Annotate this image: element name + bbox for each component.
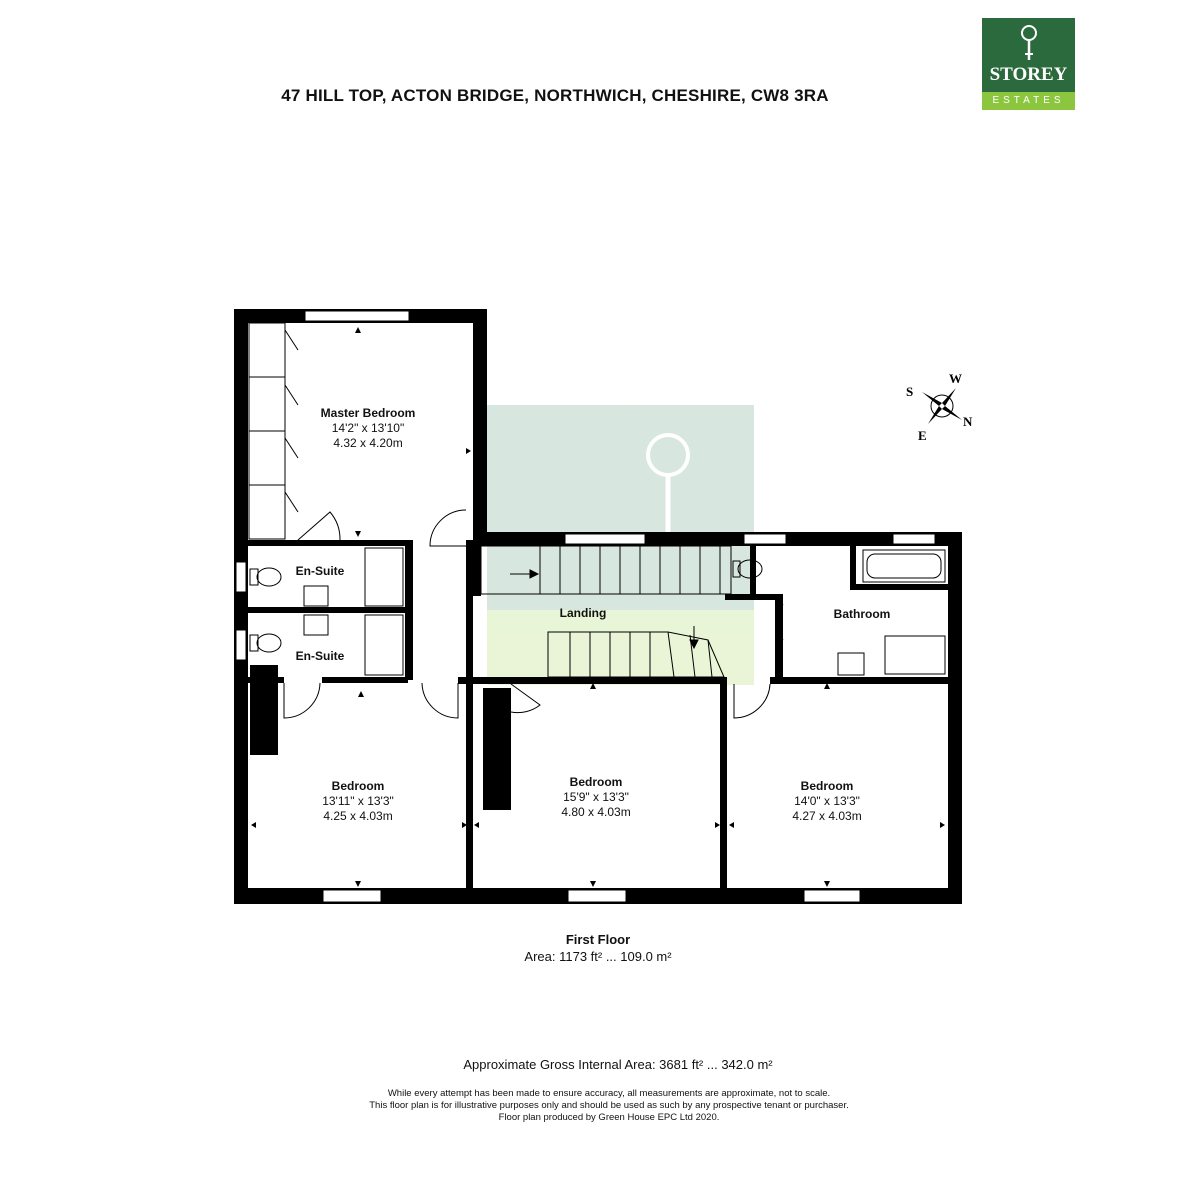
floor-name: First Floor	[565, 932, 631, 947]
room-metric: 4.32 x 4.20m	[333, 436, 403, 450]
room-en-suite-1: En-Suite	[280, 564, 360, 579]
room-name: Bedroom	[800, 779, 854, 793]
room-name: Bathroom	[833, 607, 891, 621]
compass-w: W	[949, 371, 962, 386]
windows	[235, 310, 936, 903]
compass-icon: S W E N	[906, 371, 973, 443]
wardrobes	[248, 322, 299, 540]
room-imperial: 15'9" x 13'3"	[563, 790, 629, 804]
room-metric: 4.80 x 4.03m	[561, 805, 631, 819]
disclaimer-line: Floor plan produced by Green House EPC L…	[498, 1112, 720, 1123]
floor-caption: First Floor Area: 1173 ft² ... 109.0 m²	[0, 931, 1196, 965]
compass-e: E	[918, 428, 927, 443]
room-name: Landing	[559, 606, 607, 620]
room-landing: Landing	[543, 606, 623, 621]
room-name: Master Bedroom	[320, 406, 416, 420]
key-icon	[1021, 25, 1037, 60]
disclaimer: While every attempt has been made to ens…	[0, 1088, 1200, 1124]
room-metric: 4.27 x 4.03m	[792, 809, 862, 823]
room-imperial: 14'0" x 13'3"	[794, 794, 860, 808]
dimension-markers	[251, 327, 945, 887]
room-name: En-Suite	[295, 649, 345, 663]
staircase	[480, 545, 732, 678]
logo-sub: ESTATES	[982, 92, 1075, 110]
room-bathroom: Bathroom	[822, 607, 902, 622]
room-bedroom-2: Bedroom 15'9" x 13'3" 4.80 x 4.03m	[536, 775, 656, 820]
room-en-suite-2: En-Suite	[280, 649, 360, 664]
room-bedroom-1: Bedroom 13'11" x 13'3" 4.25 x 4.03m	[298, 779, 418, 824]
disclaimer-line: This floor plan is for illustrative purp…	[369, 1100, 849, 1111]
compass-s: S	[906, 384, 913, 399]
room-name: Bedroom	[569, 775, 623, 789]
room-name: En-Suite	[295, 564, 345, 578]
logo-brand: STOREY	[989, 64, 1068, 85]
interior-walls	[248, 540, 948, 888]
disclaimer-line: While every attempt has been made to ens…	[387, 1088, 831, 1099]
room-name: Bedroom	[331, 779, 385, 793]
room-metric: 4.25 x 4.03m	[323, 809, 393, 823]
storey-estates-logo: STOREY ESTATES	[982, 18, 1075, 110]
doors	[283, 509, 784, 719]
gross-internal-area: Approximate Gross Internal Area: 3681 ft…	[463, 1057, 773, 1072]
floor-area: Area: 1173 ft² ... 109.0 m²	[524, 949, 672, 964]
room-bedroom-3: Bedroom 14'0" x 13'3" 4.27 x 4.03m	[767, 779, 887, 824]
compass-n: N	[963, 414, 973, 429]
room-imperial: 14'2" x 13'10"	[331, 421, 405, 435]
room-master-bedroom: Master Bedroom 14'2" x 13'10" 4.32 x 4.2…	[298, 406, 438, 451]
room-imperial: 13'11" x 13'3"	[322, 794, 394, 808]
property-address: 47 HILL TOP, ACTON BRIDGE, NORTHWICH, CH…	[281, 86, 829, 105]
fittings	[249, 547, 946, 676]
